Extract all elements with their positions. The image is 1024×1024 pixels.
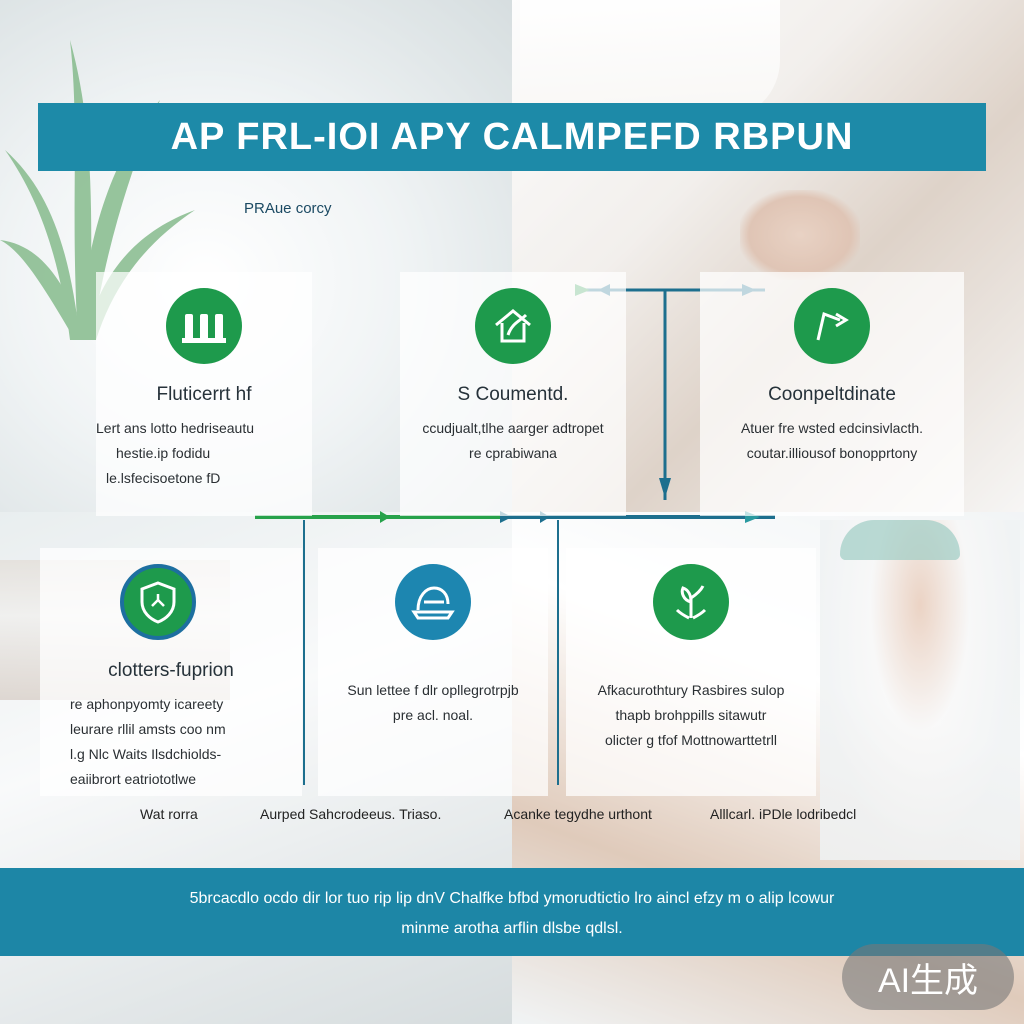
- step-card-5: Sun lettee f dlr opllegrotrpjb pre acl. …: [318, 548, 548, 796]
- desc-line: pre acl. noal.: [392, 707, 474, 723]
- page-subtitle: PRAue corcy: [244, 200, 332, 217]
- desc-line: Atuer fre wsted edcinsivlacth.: [740, 420, 924, 436]
- footer-label: Wat rorra: [140, 806, 198, 822]
- desc-line: Afkacurothtury Rasbires sulop: [597, 682, 785, 698]
- page-title: AP FRL-IOI APY CALMPEFD RBPUN: [170, 115, 854, 158]
- desc-line: eaiibrort eatriototlwe: [70, 771, 197, 787]
- desc-line: le.lsfecisoetone fD: [106, 470, 221, 486]
- footer-labels: Wat rorra Aurped Sahcrodeeus. Triaso. Ac…: [0, 806, 1024, 826]
- desc-line: thapb brohppills sitawutr: [615, 707, 767, 723]
- desc-line: re cprabiwana: [469, 445, 557, 461]
- step-heading: Coonpeltdinate: [768, 384, 896, 405]
- footer-label: Alllcarl. iPDle lodribedcl: [710, 806, 857, 822]
- desc-line: l.g Nlc Waits Ilsdchiolds-: [70, 746, 222, 762]
- photo-hand: [740, 190, 860, 280]
- bottom-banner: 5brcacdlo ocdo dir lor tuo rip lip dnV C…: [0, 868, 1024, 956]
- step-description: Atuer fre wsted edcinsivlacth. coutar.il…: [700, 416, 964, 466]
- step-card-3: Coonpeltdinate Atuer fre wsted edcinsivl…: [700, 272, 964, 516]
- photo-figure-right: [820, 520, 1020, 860]
- step-card-4: clotters-fuprion re aphonpyomty icareety…: [40, 548, 302, 796]
- desc-line: re aphonpyomty icareety: [70, 696, 224, 712]
- desc-line: olicter g tfof Mottnowarttetrll: [605, 732, 777, 748]
- photo-figure-top: [520, 0, 780, 120]
- step-heading: Fluticerrt hf: [156, 384, 252, 405]
- photo-cap: [840, 520, 960, 560]
- banner-text-line-1: 5brcacdlo ocdo dir lor tuo rip lip dnV C…: [189, 890, 835, 907]
- shield-icon: [120, 564, 196, 640]
- banner-text-line-2: minme arotha arflin dlsbe qdlsl.: [401, 920, 623, 937]
- step-description: Afkacurothtury Rasbires sulop thapb broh…: [566, 678, 816, 753]
- step-card-6: Afkacurothtury Rasbires sulop thapb broh…: [566, 548, 816, 796]
- step-heading: clotters-fuprion: [108, 660, 234, 681]
- ai-generated-badge: AI生成: [842, 944, 1014, 1010]
- step-card-1: Fluticerrt hf Lert ans lotto hedriseautu…: [96, 272, 312, 516]
- step-card-2: S Coumentd. ccudjualt,tlhe aarger adtrop…: [400, 272, 626, 516]
- footer-label: Aurped Sahcrodeeus. Triaso.: [260, 806, 442, 822]
- desc-line: hestie.ip fodidu: [116, 445, 211, 461]
- step-description: ccudjualt,tlhe aarger adtropet re cprabi…: [400, 416, 626, 466]
- desc-line: leurare rllil amsts coo nm: [70, 721, 226, 737]
- step-heading: S Coumentd.: [457, 384, 569, 405]
- desc-line: ccudjualt,tlhe aarger adtropet: [422, 420, 604, 436]
- leaf-house-icon: [475, 288, 551, 364]
- desc-line: coutar.illiousof bonopprtony: [746, 445, 918, 461]
- footer-label: Acanke tegydhe urthont: [504, 806, 652, 822]
- helmet-icon: [395, 564, 471, 640]
- building-columns-icon: [166, 288, 242, 364]
- plant-hands-icon: [653, 564, 729, 640]
- step-description: Sun lettee f dlr opllegrotrpjb pre acl. …: [318, 678, 548, 728]
- title-banner: AP FRL-IOI APY CALMPEFD RBPUN: [38, 103, 986, 171]
- desc-line: Sun lettee f dlr opllegrotrpjb: [347, 682, 519, 698]
- step-description: Lert ans lotto hedriseautu hestie.ip fod…: [96, 416, 312, 491]
- desc-line: Lert ans lotto hedriseautu: [96, 420, 254, 436]
- chart-trend-icon: [794, 288, 870, 364]
- step-description: re aphonpyomty icareety leurare rllil am…: [40, 692, 302, 792]
